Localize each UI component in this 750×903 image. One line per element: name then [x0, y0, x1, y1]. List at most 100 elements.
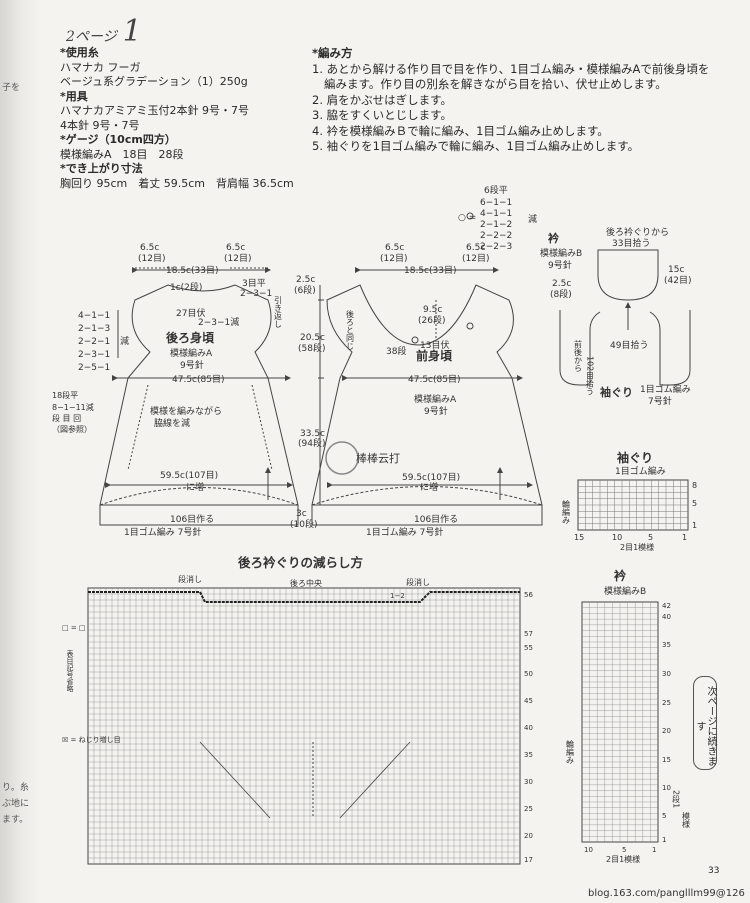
row-number: 20: [524, 832, 533, 840]
row-number: 30: [662, 670, 671, 678]
tools-heading: *用具: [60, 89, 88, 103]
collar-left-shape: [559, 310, 601, 386]
instruction-step: 5. 袖ぐりを1目ゴム編みで輪に編み、1目ゴム編み止めします。: [312, 139, 640, 153]
label: 5: [648, 533, 653, 542]
row-number: 25: [524, 805, 533, 813]
collar-chart-grid: [582, 602, 658, 842]
label: 15c: [668, 265, 684, 275]
row-number: 45: [524, 697, 533, 705]
instruction-step: 2. 肩をかぶせはぎします。: [312, 92, 452, 107]
label: 4−1−1: [78, 311, 110, 321]
size-heading: *でき上がり寸法: [60, 162, 143, 175]
label: 15: [574, 533, 584, 542]
collar-chart: 衿 模様編みB 輪編み 42 40 35 30 25 20 15 10 5 1 …: [566, 568, 691, 864]
label: 2段1: [672, 790, 681, 808]
page-number: 33: [708, 866, 720, 876]
front-neck-marker: [411, 336, 419, 344]
armhole-chart-title: 袖ぐり: [617, 450, 653, 465]
instructions-heading: *編み方: [312, 46, 353, 60]
label: 5: [622, 846, 626, 854]
back-neck-chart-title: 後ろ衿ぐりの減らし方: [238, 555, 363, 570]
label: 減: [120, 335, 129, 347]
label: （図参照）: [52, 424, 92, 434]
label: (12目): [462, 253, 489, 264]
label: (12目): [380, 253, 407, 264]
label: 後ろと同じ: [346, 309, 355, 350]
legend: ☒ = ねじり増し目: [62, 735, 121, 744]
label: 輪編み: [566, 739, 575, 764]
materials-section: *使用糸 ハマナカ フーガ ベージュ系グラデーション（1）250g *用具 ハマ…: [60, 46, 310, 191]
label: 1目ゴム編み 7号針: [124, 526, 201, 538]
label: 2−2−2: [480, 231, 512, 241]
front-body-outline: [311, 284, 543, 506]
label: 1: [692, 521, 697, 530]
armhole-chart: 袖ぐり 1目ゴム編み 輪編み 15 10 5 1 8 5 1 2目1模様: [562, 450, 698, 552]
label: 2目1模様: [620, 542, 654, 552]
collar-chart-sub: 模様編みB: [604, 585, 646, 597]
label: 1−2: [390, 592, 405, 600]
front-body-labels: 6.5c (12目) 6.5c (12目) 18.5c(33目) 2.5c (6…: [290, 184, 537, 538]
label: 6−1−1: [480, 198, 512, 208]
row-number: 57: [524, 630, 533, 638]
armhole-chart-grid: [578, 480, 688, 530]
label: に増: [420, 481, 438, 493]
label: 段消し: [178, 574, 202, 584]
next-page-note: 次ページに続きます: [693, 676, 717, 770]
label: 59.5c(107目): [402, 472, 460, 483]
row-number: 50: [524, 670, 533, 678]
label: 模様編みB: [540, 247, 582, 259]
label: ○ =: [458, 213, 476, 223]
label: 10: [584, 846, 593, 854]
yarn-line: ベージュ系グラデーション（1）250g: [60, 75, 248, 88]
label: 38段: [386, 345, 406, 357]
label: 102目拾う: [586, 356, 595, 395]
back-body-title: 後ろ身頃: [166, 330, 215, 345]
label: 引き返し: [274, 296, 283, 328]
back-body-outline: [99, 284, 299, 506]
label: 33目拾う: [612, 237, 650, 249]
tools-line: 4本針 9号・7号: [60, 118, 140, 132]
label: (6段): [294, 284, 316, 296]
label: 6.5c: [466, 243, 485, 253]
binding-text: 子を: [2, 83, 21, 93]
label: 6.5c: [140, 243, 159, 253]
label: に増: [186, 481, 204, 493]
back-body-labels: 6.5c (12目) 6.5c (12目) 18.5c(33目) 1c(2段) …: [52, 243, 283, 538]
binding-text: り。糸: [2, 783, 29, 793]
label: 2−2−3: [480, 242, 512, 252]
back-neck-chart: 後ろ衿ぐりの減らし方 段消し 後ろ中央 段消し 1−2 56 57 55 50 …: [62, 555, 533, 865]
label: 1目ゴム編み 7号針: [366, 526, 443, 538]
collar-back-shape: [597, 249, 659, 301]
binding-text: ぶ地に: [2, 799, 30, 809]
label: 59.5c(107目): [160, 470, 218, 481]
label: 106目作る: [414, 513, 458, 525]
label: 1: [682, 533, 687, 542]
row-number: 55: [524, 644, 533, 652]
label: 8: [692, 481, 697, 490]
label: 18.5c(33目): [404, 265, 456, 276]
row-number: 40: [524, 724, 533, 732]
stamp-graphic: 棒棒云打: [325, 441, 400, 475]
label: (58段): [298, 342, 325, 354]
label: 後ろ中央: [290, 578, 322, 588]
front-rib-band: [311, 505, 543, 526]
label: 減: [528, 213, 537, 225]
book-binding-shadow: 子を り。糸 ぶ地に ます。: [0, 0, 40, 903]
label: 18.5c(33目): [166, 265, 218, 276]
tools-line: ハマナカアミアミ玉付2本針 9号・7号: [60, 104, 250, 117]
label: 2−2−1: [78, 337, 110, 347]
label: 2−1−2: [480, 220, 512, 230]
label: 模様編みA: [170, 347, 213, 359]
row-number: 35: [524, 751, 533, 759]
gauge-line: 模様編みA 18目 28段: [60, 147, 184, 161]
instructions-section: *編み方 1. あとから解ける作り目で目を作り、1目ゴム編み・模様編みAで前後身…: [312, 46, 732, 155]
armhole-title: 袖ぐり: [600, 385, 633, 399]
back-neck-shaping-line: [88, 591, 520, 603]
row-number: 25: [662, 699, 671, 707]
yarn-heading: *使用糸: [60, 46, 99, 59]
label: 1c(2段): [170, 281, 202, 293]
collar-diagram-labels: 衿 模様編みB 9号針 後ろ衿ぐりから 33目拾う 2.5c (8段) 15c …: [540, 226, 691, 407]
label: 模様を編みながら: [150, 405, 222, 417]
label: (94段): [298, 437, 325, 449]
